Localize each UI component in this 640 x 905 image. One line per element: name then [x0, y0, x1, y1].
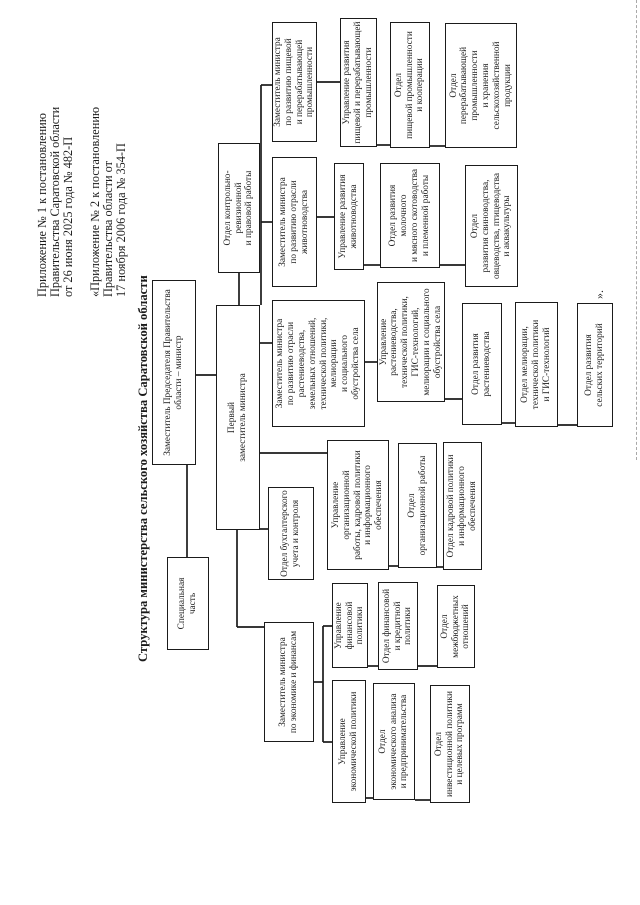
closing-quote-mark: ».	[592, 290, 606, 299]
scan-edge-artifact	[636, 0, 637, 460]
org-node-dep-crop-dev: Отдел развития растениеводства	[462, 303, 502, 425]
org-node-special-part: Специальная часть	[167, 557, 209, 650]
org-node-dep-pig: Отдел развития свиноводства, овцеводства…	[465, 165, 518, 287]
org-node-dep-dairy: Отдел развития молочного и мясного ското…	[380, 163, 440, 268]
org-node-dep-melio: Отдел мелиорации, технической политики и…	[515, 302, 558, 427]
annex-header-line	[76, 5, 89, 297]
org-node-deputy-crop: Заместитель министра по развитию отрасли…	[272, 300, 365, 427]
annex-header-line: от 26 июня 2025 года № 482-П	[61, 136, 76, 297]
org-node-dep-invest: Отдел инвестиционной политики и целевых …	[430, 685, 470, 803]
org-node-deputy-livestock: Заместитель министра по развитию отрасли…	[272, 157, 317, 287]
org-node-dep-process: Отдел перерабатывающей промышленности и …	[445, 23, 517, 148]
org-node-deputy-food: Заместитель министра по развитию пищевой…	[272, 22, 317, 142]
org-node-dir-econ: Управление экономической политики	[332, 680, 366, 803]
org-node-dir-crop: Управление растениеводства, технической …	[377, 282, 445, 402]
org-node-dep-org-work: Отдел организационной работы	[398, 443, 437, 568]
org-node-minister: Заместитель Председателя Правительства о…	[152, 280, 196, 465]
org-node-dir-livestock: Управление развития животноводства	[334, 163, 364, 270]
org-node-dep-econ-analysis: Отдел экономического анализа и предприни…	[373, 683, 415, 800]
org-node-control-audit: Отдел контрольно-ревизионной и правовой …	[218, 143, 260, 273]
org-node-dir-org: Управление организационной работы, кадро…	[327, 440, 389, 570]
org-node-dep-rural: Отдел развития сельских территорий	[577, 303, 613, 427]
org-node-dir-food: Управление развития пищевой и перерабаты…	[340, 18, 377, 147]
org-node-dep-fin-credit: Отдел финансовой и кредитной политики	[378, 582, 418, 670]
org-node-dir-fin: Управление финансовой политики	[332, 583, 368, 668]
annex-header-line: 17 ноября 2006 года № 354-П	[114, 143, 129, 297]
page-title: Структура министерства сельского хозяйст…	[136, 275, 150, 662]
annex-header-line: «Приложение № 2 к постановлению	[87, 106, 102, 297]
org-node-dep-interbudget: Отдел межбюджетных отношений	[437, 585, 475, 668]
org-node-dep-food-ind: Отдел пищевой промышленности и коопераци…	[390, 22, 430, 148]
org-node-accounting: Отдел бухгалтерского учета и контроля	[268, 487, 314, 580]
org-node-dep-hr: Отдел кадровой политики и информационног…	[443, 442, 482, 570]
org-node-first-deputy: Первый заместитель министра	[216, 305, 260, 530]
org-node-deputy-econ: Заместитель министра по экономике и фина…	[264, 622, 314, 742]
